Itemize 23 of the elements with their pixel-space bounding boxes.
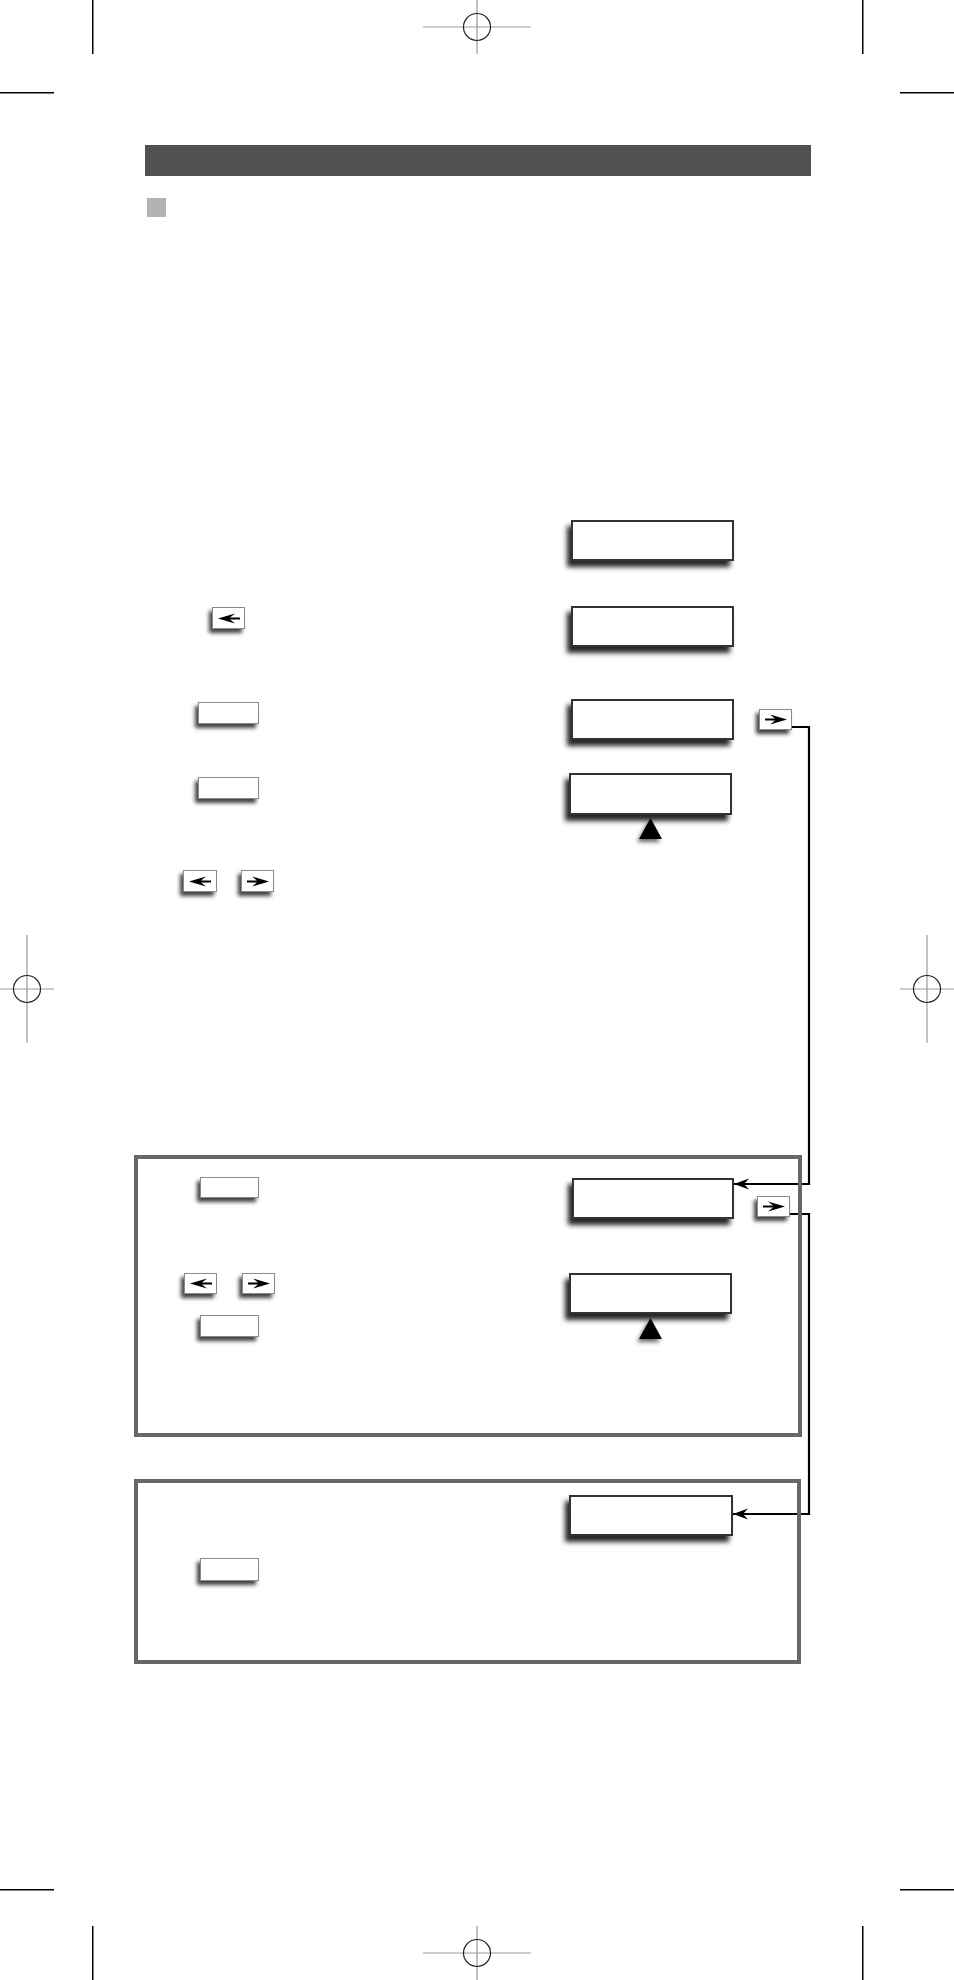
keypad-key (759, 709, 792, 730)
display-screen (569, 1495, 733, 1536)
keypad-key (200, 1177, 259, 1198)
display-screen (572, 1178, 734, 1219)
keypad-key (198, 777, 259, 799)
keypad-key (200, 1558, 259, 1581)
display-screen (571, 520, 734, 561)
display-screen (569, 773, 732, 815)
keypad-key (198, 702, 259, 724)
connector-arrow (733, 1212, 811, 1520)
panel-frame (134, 1155, 802, 1437)
keypad-key (200, 1315, 259, 1337)
keypad-key (183, 870, 217, 892)
connector-arrow (734, 725, 811, 1190)
keypad-key (241, 870, 274, 892)
display-screen (571, 699, 734, 740)
panel-frame (134, 1479, 801, 1664)
display-screen (569, 1273, 732, 1314)
keypad-key (242, 1273, 275, 1294)
keypad-key (212, 607, 245, 629)
keypad-key (184, 1273, 217, 1294)
display-screen (571, 606, 734, 647)
keypad-key (757, 1196, 790, 1217)
